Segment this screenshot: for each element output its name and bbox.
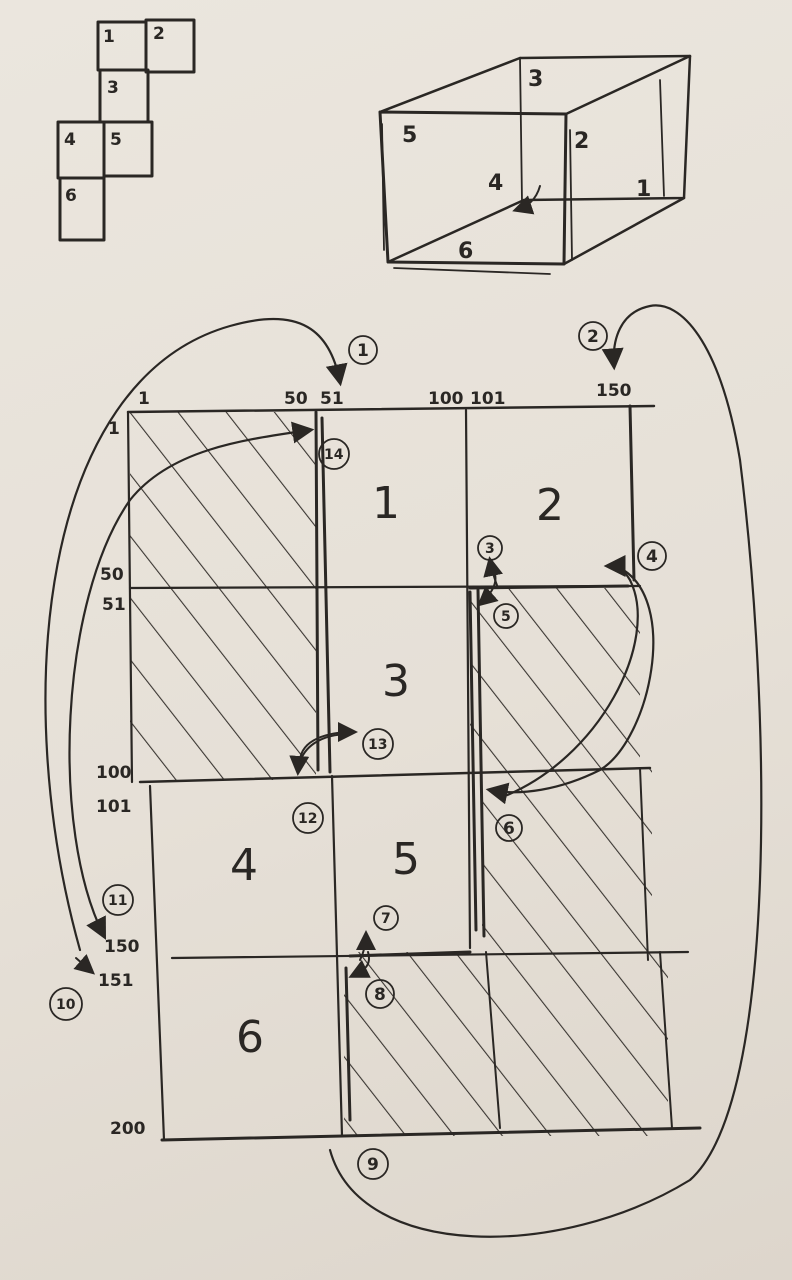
face-numbers: 1 2 3 4 5 6	[230, 478, 564, 1063]
svg-text:11: 11	[108, 893, 127, 909]
col-label-100: 100	[428, 389, 464, 409]
col-label-50: 50	[284, 389, 308, 409]
net-face-4: 4	[64, 130, 76, 150]
edge-arrows	[44, 304, 763, 1238]
marker-1: 1	[348, 335, 378, 365]
row-label-50: 50	[100, 565, 124, 585]
row-label-1: 1	[108, 419, 120, 439]
face-2: 2	[536, 480, 564, 531]
svg-text:2: 2	[587, 327, 599, 347]
marker-12: 12	[292, 802, 324, 834]
net-face-6: 6	[65, 186, 77, 206]
cube-face-6: 6	[458, 239, 473, 264]
svg-text:7: 7	[381, 911, 391, 927]
marker-10: 10	[49, 987, 83, 1021]
svg-text:9: 9	[367, 1155, 379, 1175]
marker-5: 5	[493, 603, 519, 629]
cube-face-5: 5	[402, 123, 417, 148]
svg-text:1: 1	[357, 341, 369, 361]
face-4: 4	[230, 840, 258, 891]
row-label-100: 100	[96, 763, 132, 783]
svg-text:10: 10	[56, 997, 76, 1013]
marker-8: 8	[365, 979, 395, 1009]
cube-face-3: 3	[528, 67, 543, 92]
circled-markers: 1 2 3 4 5 6 7 8 9 10 11 12 13 14	[49, 321, 667, 1180]
cube-face-1: 1	[636, 177, 651, 202]
grid-lines	[126, 404, 702, 1142]
svg-text:12: 12	[298, 811, 317, 827]
marker-13: 13	[362, 728, 394, 760]
small-net: 1 2 3 4 5 6	[56, 18, 196, 242]
svg-text:13: 13	[368, 737, 387, 753]
marker-9: 9	[357, 1148, 389, 1180]
cube-sketch: 3 5 2 4 1 6	[378, 54, 692, 275]
net-face-1: 1	[103, 27, 115, 47]
column-labels: 1 50 51 100 101 150	[138, 381, 632, 409]
row-labels: 1 50 51 100 101 150 151 200	[96, 419, 146, 1139]
net-face-5: 5	[110, 130, 122, 150]
svg-text:14: 14	[324, 447, 344, 463]
svg-text:5: 5	[501, 609, 511, 625]
marker-2: 2	[578, 321, 608, 351]
svg-text:4: 4	[646, 547, 658, 567]
marker-14: 14	[318, 438, 350, 470]
net-face-2: 2	[153, 24, 165, 44]
face-1: 1	[372, 478, 400, 529]
marker-7: 7	[373, 905, 399, 931]
row-label-101: 101	[96, 797, 132, 817]
face-5: 5	[392, 834, 420, 885]
row-label-150: 150	[104, 937, 140, 957]
row-label-51: 51	[102, 595, 126, 615]
marker-4: 4	[637, 541, 667, 571]
col-label-51: 51	[320, 389, 344, 409]
marker-6: 6	[495, 814, 523, 842]
face-3: 3	[382, 656, 410, 707]
svg-text:6: 6	[503, 819, 515, 839]
face-6: 6	[236, 1012, 264, 1063]
hatched-regions	[130, 412, 668, 1136]
svg-text:3: 3	[485, 541, 495, 557]
col-label-101: 101	[470, 389, 506, 409]
col-label-150: 150	[596, 381, 632, 401]
row-label-200: 200	[110, 1119, 146, 1139]
cube-face-2: 2	[574, 129, 589, 154]
marker-11: 11	[102, 884, 134, 916]
net-face-3: 3	[107, 78, 119, 98]
row-label-151: 151	[98, 971, 134, 991]
col-label-1: 1	[138, 389, 150, 409]
marker-3: 3	[477, 535, 503, 561]
cube-face-4: 4	[488, 171, 503, 196]
svg-text:8: 8	[374, 985, 386, 1005]
